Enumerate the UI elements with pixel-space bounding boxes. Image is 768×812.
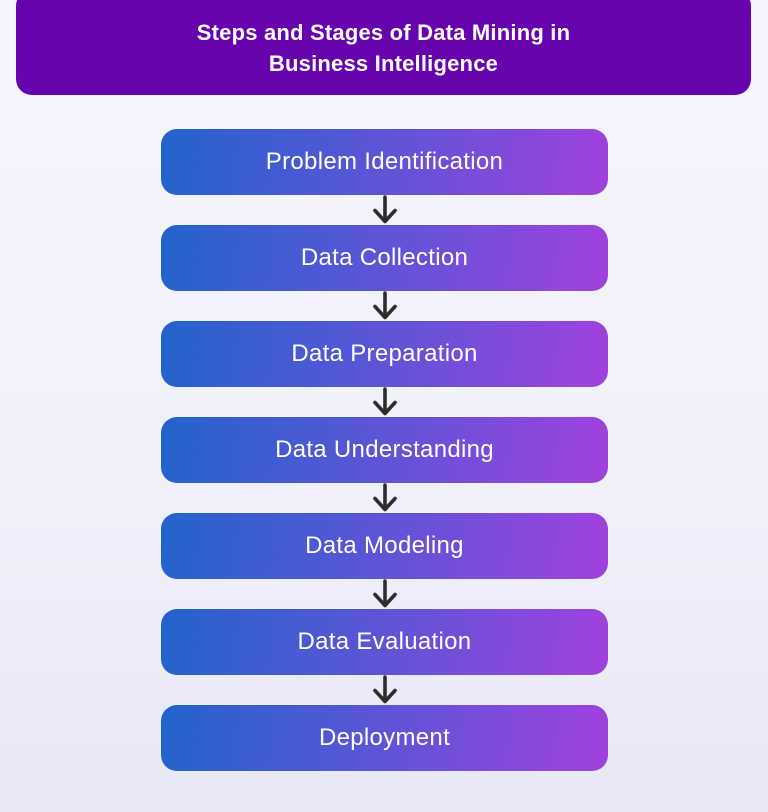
step-label: Data Evaluation — [297, 628, 472, 655]
down-arrow-icon — [372, 387, 397, 416]
step-label: Data Modeling — [305, 532, 464, 559]
page-title-line-1: Steps and Stages of Data Mining in — [196, 19, 571, 45]
flow-connector — [371, 675, 399, 705]
step-label: Deployment — [318, 724, 451, 751]
down-arrow-icon — [372, 579, 397, 608]
step-label: Problem Identification — [265, 148, 504, 175]
step-box-data-modeling: Data Modeling — [161, 513, 608, 579]
flow-connector — [371, 579, 399, 609]
step-label: Data Understanding — [275, 436, 494, 463]
step-box-data-evaluation: Data Evaluation — [161, 609, 608, 675]
down-arrow-icon — [372, 195, 397, 224]
step-label: Data Preparation — [291, 340, 478, 367]
step-box-data-understanding: Data Understanding — [161, 417, 608, 483]
down-arrow-icon — [372, 675, 397, 704]
flow-connector — [371, 387, 399, 417]
flow-connector — [371, 483, 399, 513]
title-banner: Steps and Stages of Data Mining in Busin… — [16, 0, 751, 95]
step-label: Data Collection — [300, 244, 469, 271]
page-title-line-2: Business Intelligence — [268, 50, 499, 76]
flow-connector — [371, 291, 399, 321]
down-arrow-icon — [372, 291, 397, 320]
down-arrow-icon — [372, 483, 397, 512]
step-box-data-preparation: Data Preparation — [161, 321, 608, 387]
flow-connector — [371, 195, 399, 225]
flowchart: Problem Identification Data Collection D… — [161, 129, 608, 771]
step-box-data-collection: Data Collection — [161, 225, 608, 291]
step-box-deployment: Deployment — [161, 705, 608, 771]
step-box-problem-identification: Problem Identification — [161, 129, 608, 195]
